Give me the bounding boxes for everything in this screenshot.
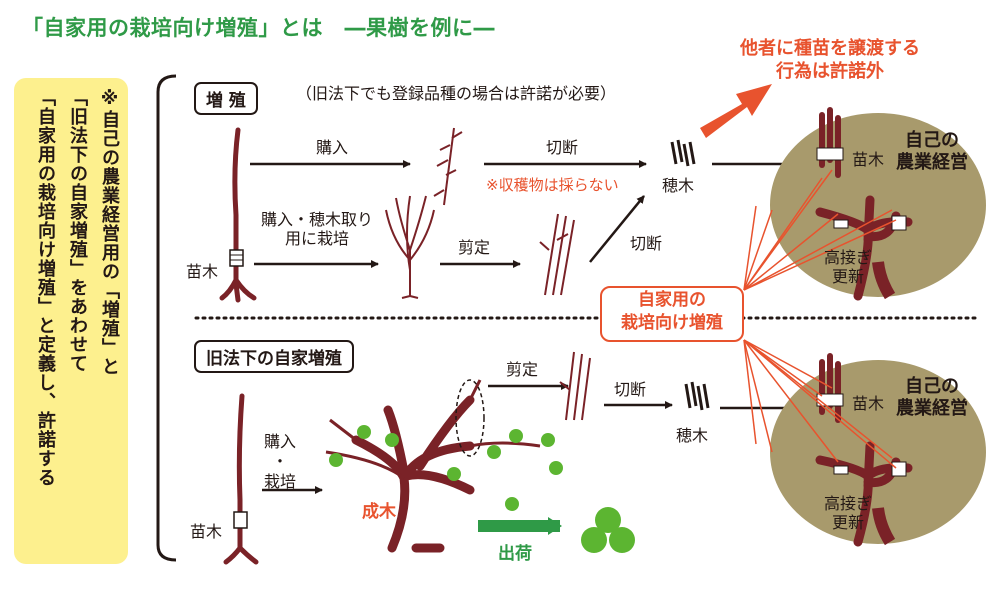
label-seedling-bottom: 苗木 bbox=[190, 522, 223, 541]
farm-top-line1: 自己の bbox=[905, 130, 959, 151]
farm-top-seedling: 苗木 bbox=[852, 150, 885, 169]
bush-top bbox=[385, 195, 435, 299]
side-note-panel: ※自己の農業経営用の「増殖」と 「旧法下の自家増殖」をあわせて 「自家用の栽培向… bbox=[14, 78, 128, 564]
others-transfer-note: 他者に種苗を譲渡する 行為は許諾外 bbox=[740, 38, 920, 83]
label-scion-1: 穂木 bbox=[662, 176, 695, 195]
arrow-cut-2 bbox=[589, 195, 645, 263]
side-note-line-1: ※自己の農業経営用の「増殖」と bbox=[99, 88, 120, 376]
label-cut-bottom: 切断 bbox=[614, 380, 647, 399]
seedling-bottom bbox=[223, 393, 259, 565]
label-prune: 剪定 bbox=[458, 238, 491, 257]
purchase-bottom-line2: ・ bbox=[272, 452, 289, 471]
orange-arrow bbox=[700, 84, 772, 138]
seedling-top bbox=[219, 127, 257, 303]
home-use-line2: 栽培向け増殖 bbox=[621, 312, 723, 333]
label-purchase-for-scion-line2: 用に栽培 bbox=[284, 229, 349, 249]
farm-top-graft-line1: 高接ぎ bbox=[824, 248, 873, 267]
home-use-line1: 自家用の bbox=[638, 290, 706, 310]
pruned-branches bbox=[539, 213, 575, 296]
farm-bottom-graft: 高接ぎ 更新 bbox=[824, 494, 872, 532]
scion-branch-top bbox=[433, 127, 463, 206]
others-line1: 他者に種苗を譲渡する bbox=[740, 38, 920, 59]
pruned-branches-bottom bbox=[559, 351, 591, 421]
others-line2: 行為は許諾外 bbox=[776, 60, 884, 82]
purchase-bottom-line1: 購入 bbox=[264, 432, 297, 451]
side-note-line-2: 「旧法下の自家増殖」をあわせて bbox=[67, 88, 88, 373]
label-purchase-for-scion-line1: 購入・穂木取り bbox=[260, 210, 373, 229]
label-seedling-top: 苗木 bbox=[186, 262, 219, 281]
scion-sticks-bottom bbox=[684, 381, 710, 411]
home-use-lines bbox=[743, 169, 897, 469]
label-mature-tree: 成木 bbox=[362, 502, 396, 522]
label-cut-1: 切断 bbox=[546, 138, 579, 157]
label-purchase-for-scion: 購入・穂木取り 用に栽培 bbox=[258, 210, 376, 248]
farm-circle-top bbox=[770, 107, 986, 301]
propagation-box: 増 殖 bbox=[194, 82, 258, 115]
bracket bbox=[156, 74, 177, 562]
label-shipping: 出荷 bbox=[498, 544, 532, 564]
farm-bottom-graft-line2: 更新 bbox=[832, 513, 865, 533]
apple-pile bbox=[581, 507, 635, 553]
farm-bottom-label: 自己の 農業経営 bbox=[896, 376, 968, 419]
harvest-note: ※収穫物は採らない bbox=[486, 176, 619, 194]
label-purchase-grow-bottom: 購入 ・ 栽培 bbox=[264, 432, 296, 492]
tree-apples bbox=[329, 425, 563, 511]
home-use-propagation-box: 自家用の 栽培向け増殖 bbox=[600, 286, 744, 342]
label-cut-2: 切断 bbox=[630, 234, 663, 253]
farm-bottom-line1: 自己の bbox=[905, 376, 959, 397]
propagation-note: （旧法下でも登録品種の場合は許諾が必要） bbox=[296, 84, 617, 103]
side-note-line-3: 「自家用の栽培向け増殖」と定義し、許諾する bbox=[35, 88, 56, 487]
farm-bottom-line2: 農業経営 bbox=[896, 397, 968, 419]
farm-top-label: 自己の 農業経営 bbox=[896, 130, 968, 173]
farm-top-line2: 農業経営 bbox=[896, 151, 968, 173]
page-title: 「自家用の栽培向け増殖」とは ―果樹を例に― bbox=[22, 16, 495, 40]
purchase-bottom-line3: 栽培 bbox=[264, 472, 297, 491]
old-law-box: 旧法下の自家増殖 bbox=[194, 340, 354, 373]
label-prune-bottom: 剪定 bbox=[506, 360, 539, 379]
scion-sticks-top bbox=[670, 139, 696, 167]
farm-top-graft: 高接ぎ 更新 bbox=[824, 248, 872, 286]
farm-bottom-seedling: 苗木 bbox=[852, 394, 885, 413]
label-scion-bottom: 穂木 bbox=[676, 426, 709, 445]
farm-bottom-graft-line1: 高接ぎ bbox=[824, 494, 873, 513]
farm-top-graft-line2: 更新 bbox=[832, 267, 865, 287]
label-purchase: 購入 bbox=[316, 138, 349, 157]
